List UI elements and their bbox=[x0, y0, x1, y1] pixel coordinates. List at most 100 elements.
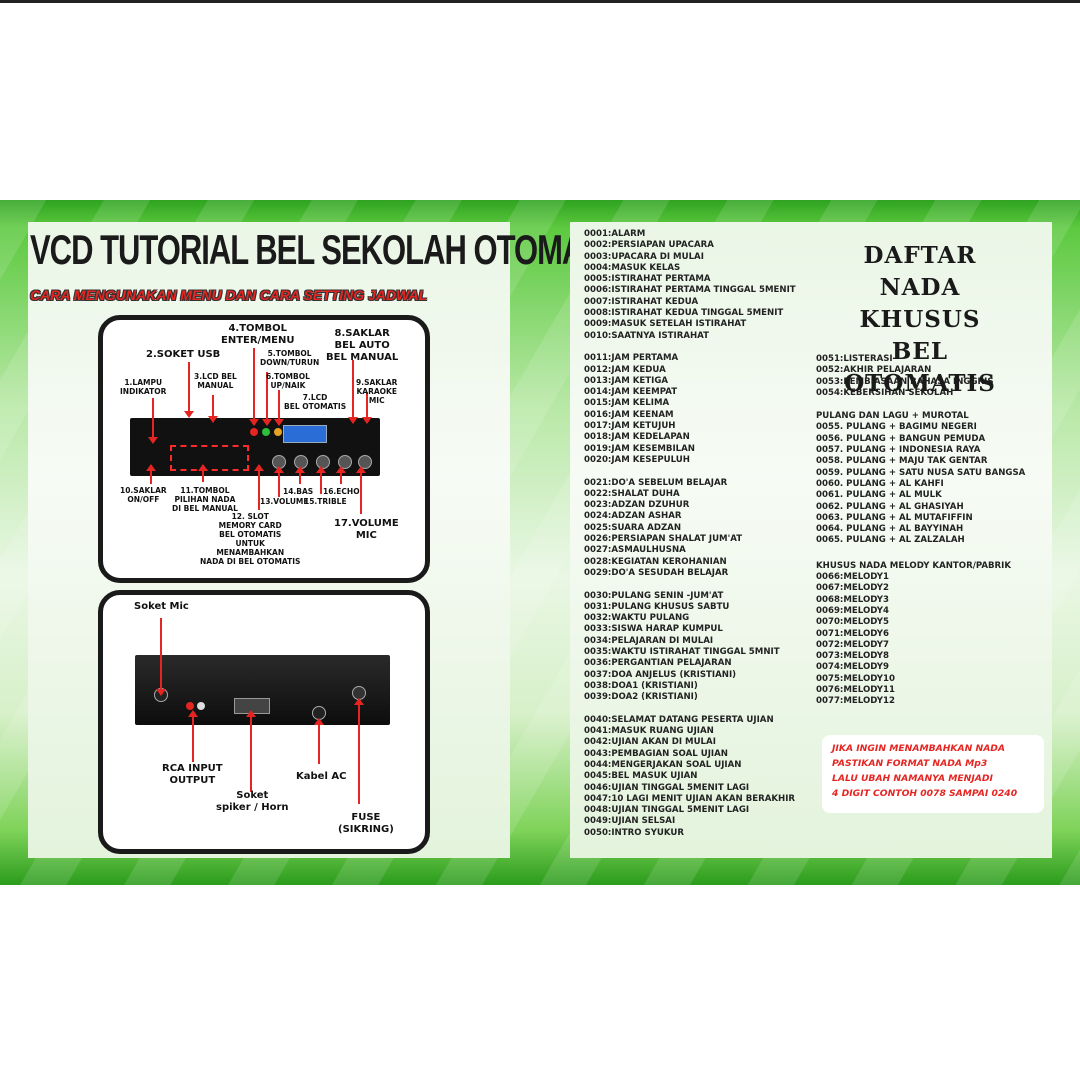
list-item: 0002:PERSIAPAN UPACARA bbox=[584, 240, 714, 251]
list-gap bbox=[816, 399, 1025, 411]
list-item: 0007:ISTIRAHAT KEDUA bbox=[584, 296, 699, 307]
list-item: 0032:WAKTU PULANG bbox=[584, 613, 690, 624]
list-item: 0071:MELODY6 bbox=[816, 628, 889, 639]
tone-buttons-area bbox=[170, 445, 249, 471]
list-item: 0066:MELODY1 bbox=[816, 572, 889, 583]
list-item: 0031:PULANG KHUSUS SABTU bbox=[584, 601, 730, 612]
note-line: 4 DIGIT CONTOH 0078 SAMPAI 0240 bbox=[832, 788, 1018, 799]
list-item: 0074:MELODY9 bbox=[816, 662, 889, 673]
label-bas: 14.BAS bbox=[283, 487, 314, 496]
arrow-icon bbox=[336, 466, 346, 484]
list-item: 0060. PULANG + AL KAHFI bbox=[816, 478, 944, 489]
list-item: 0026:PERSIAPAN SHALAT JUM'AT bbox=[584, 534, 743, 545]
arrow-icon bbox=[274, 390, 284, 426]
arrow-icon bbox=[348, 360, 358, 424]
list-gap bbox=[584, 579, 796, 590]
rca-white-icon bbox=[197, 702, 205, 710]
arrow-icon bbox=[208, 395, 218, 423]
list-item: 0003:UPACARA DI MULAI bbox=[584, 251, 704, 262]
list-item: 0048:UJIAN TINGGAL 5MENIT LAGI bbox=[584, 805, 750, 816]
lcd-screen-icon bbox=[283, 425, 327, 443]
list-item: 0069:MELODY4 bbox=[816, 605, 889, 616]
arrow-icon bbox=[314, 718, 324, 764]
list-gap bbox=[584, 703, 796, 714]
list-item: 0044:MENGERJAKAN SOAL UJIAN bbox=[584, 759, 742, 770]
list-heading: DAFTAR NADA KHUSUS BEL OTOMATIS bbox=[820, 240, 1020, 400]
list-gap bbox=[584, 466, 796, 477]
list-item: 0036:PERGANTIAN PELAJARAN bbox=[584, 658, 732, 669]
page-subtitle: CARA MENGUNAKAN MENU DAN CARA SETTING JA… bbox=[30, 287, 428, 303]
down-button-icon bbox=[262, 428, 270, 436]
label-echo: 16.ECHO bbox=[323, 487, 360, 496]
custom-tone-note: JIKA INGIN MENAMBAHKAN NADA PASTIKAN FOR… bbox=[822, 735, 1044, 813]
arrow-icon bbox=[362, 392, 372, 424]
list-item: 0030:PULANG SENIN -JUM'AT bbox=[584, 590, 724, 601]
note-line: LALU UBAH NAMANYA MENJADI bbox=[832, 773, 993, 784]
list-item: 0010:SAATNYA ISTIRAHAT bbox=[584, 330, 710, 341]
list-item: 0018:JAM KEDELAPAN bbox=[584, 432, 690, 443]
arrow-icon bbox=[274, 466, 284, 497]
list-item: 0039:DOA2 (KRISTIANI) bbox=[584, 692, 698, 703]
arrow-icon bbox=[246, 710, 256, 792]
list-item: 0047:10 LAGI MENIT UJIAN AKAN BERAKHIR bbox=[584, 793, 796, 804]
page-title: VCD TUTORIAL BEL SEKOLAH OTOMATIS bbox=[30, 226, 627, 274]
label-soket-usb: 2.SOKET USB bbox=[146, 349, 221, 360]
list-item: 0061. PULANG + AL MULK bbox=[816, 490, 942, 501]
list-item: PULANG DAN LAGU + MUROTAL bbox=[816, 411, 969, 422]
list-item: 0005:ISTIRAHAT PERTAMA bbox=[584, 274, 711, 285]
enter-button-icon bbox=[250, 428, 258, 436]
arrow-icon bbox=[262, 372, 272, 426]
list-item: 0041:MASUK RUANG UJIAN bbox=[584, 726, 714, 737]
top-border-line bbox=[0, 0, 1080, 3]
note-line: JIKA INGIN MENAMBAHKAN NADA bbox=[832, 743, 1006, 754]
list-item: 0014:JAM KEEMPAT bbox=[584, 387, 678, 398]
list-item: 0011:JAM PERTAMA bbox=[584, 353, 679, 364]
list-item: 0043:PEMBAGIAN SOAL UJIAN bbox=[584, 748, 728, 759]
list-item: 0004:MASUK KELAS bbox=[584, 262, 681, 273]
list-item: 0077:MELODY12 bbox=[816, 696, 895, 707]
list-item: 0049:UJIAN SELSAI bbox=[584, 816, 676, 827]
list-gap bbox=[816, 547, 1025, 561]
label-trible: 15.TRIBLE bbox=[304, 497, 347, 506]
arrow-icon bbox=[295, 466, 305, 484]
list-item: 0040:SELAMAT DATANG PESERTA UJIAN bbox=[584, 714, 774, 725]
arrow-icon bbox=[156, 618, 166, 696]
list-item: 0045:BEL MASUK UJIAN bbox=[584, 771, 698, 782]
list-item: 0070:MELODY5 bbox=[816, 617, 889, 628]
list-item: 0033:SISWA HARAP KUMPUL bbox=[584, 624, 723, 635]
list-item: 0028:KEGIATAN KEROHANIAN bbox=[584, 556, 727, 567]
list-item: 0051:LISTERASI bbox=[816, 354, 893, 364]
list-item: 0056. PULANG + BANGUN PEMUDA bbox=[816, 433, 986, 444]
list-item: 0054:KEBERSIHAN SEKOLAH bbox=[816, 387, 954, 398]
arrow-icon bbox=[254, 464, 264, 510]
up-button-icon bbox=[274, 428, 282, 436]
list-item: 0022:SHALAT DUHA bbox=[584, 488, 680, 499]
list-item: 0042:UJIAN AKAN DI MULAI bbox=[584, 737, 716, 748]
list-item: 0020:JAM KESEPULUH bbox=[584, 454, 690, 465]
list-item: 0009:MASUK SETELAH ISTIRAHAT bbox=[584, 319, 747, 330]
label-fuse: FUSE(SIKRING) bbox=[338, 812, 394, 835]
list-item: 0001:ALARM bbox=[584, 229, 646, 239]
list-item: 0067:MELODY2 bbox=[816, 583, 889, 594]
list-item: 0055. PULANG + BAGIMU NEGERI bbox=[816, 422, 977, 433]
list-item: 0038:DOA1 (KRISTIANI) bbox=[584, 680, 698, 691]
arrow-icon bbox=[188, 710, 198, 762]
arrow-icon bbox=[198, 464, 208, 482]
list-item: 0075:MELODY10 bbox=[816, 673, 895, 684]
list-item: 0024:ADZAN ASHAR bbox=[584, 511, 682, 522]
arrow-icon bbox=[354, 698, 364, 804]
list-item: 0050:INTRO SYUKUR bbox=[584, 827, 685, 838]
list-item: 0062. PULANG + AL GHASIYAH bbox=[816, 501, 964, 512]
list-item: 0064. PULANG + AL BAYYINAH bbox=[816, 524, 964, 535]
label-kabel-ac: Kabel AC bbox=[296, 771, 347, 782]
